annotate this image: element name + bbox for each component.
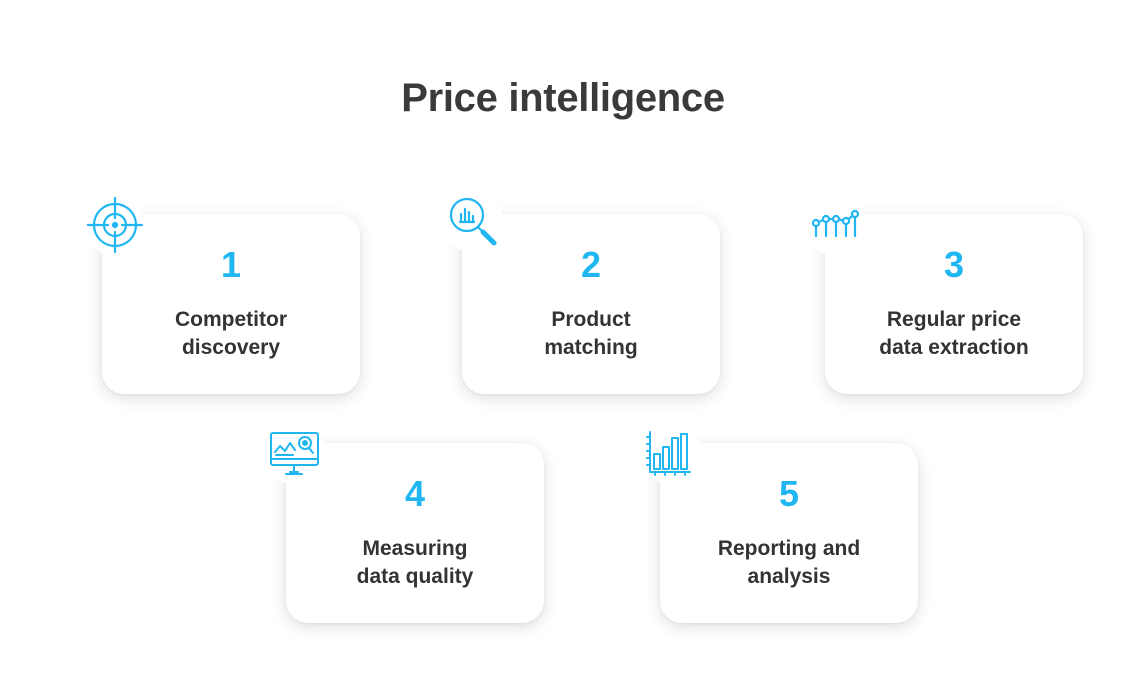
step-card-1: 1 Competitor discovery [102,214,360,394]
crosshair-target-icon [84,194,146,256]
page-title: Price intelligence [401,76,725,120]
step-label-line: data extraction [879,336,1029,359]
line-trend-icon [804,194,866,256]
step-label-line: Competitor [175,308,287,331]
step-label-line: data quality [356,565,474,588]
step-number: 5 [778,473,800,514]
step-number: 1 [220,244,242,285]
step-label: Competitor discovery [112,306,350,362]
step-number: 3 [943,244,965,285]
step-label: Reporting and analysis [670,535,908,591]
step-label: Measuring data quality [296,535,534,591]
step-number: 4 [404,473,426,514]
monitor-analytics-icon [263,422,325,484]
step-label-line: analysis [747,565,831,588]
step-label: Regular price data extraction [835,306,1073,362]
step-label-line: discovery [181,336,281,359]
step-label: Product matching [472,306,710,362]
step-label-line: matching [544,336,638,359]
step-label-line: Measuring [362,537,468,560]
magnifier-chart-icon [441,190,503,252]
step-card-4: 4 Measuring data quality [286,443,544,623]
step-card-5: 5 Reporting and analysis [660,443,918,623]
step-label-line: Product [551,308,631,331]
step-card-3: 3 Regular price data extraction [825,214,1083,394]
step-label-line: Reporting and [717,537,861,560]
step-label-line: Regular price [886,308,1022,331]
bar-chart-icon [640,422,702,484]
step-number: 2 [580,244,602,285]
step-card-2: 2 Product matching [462,214,720,394]
